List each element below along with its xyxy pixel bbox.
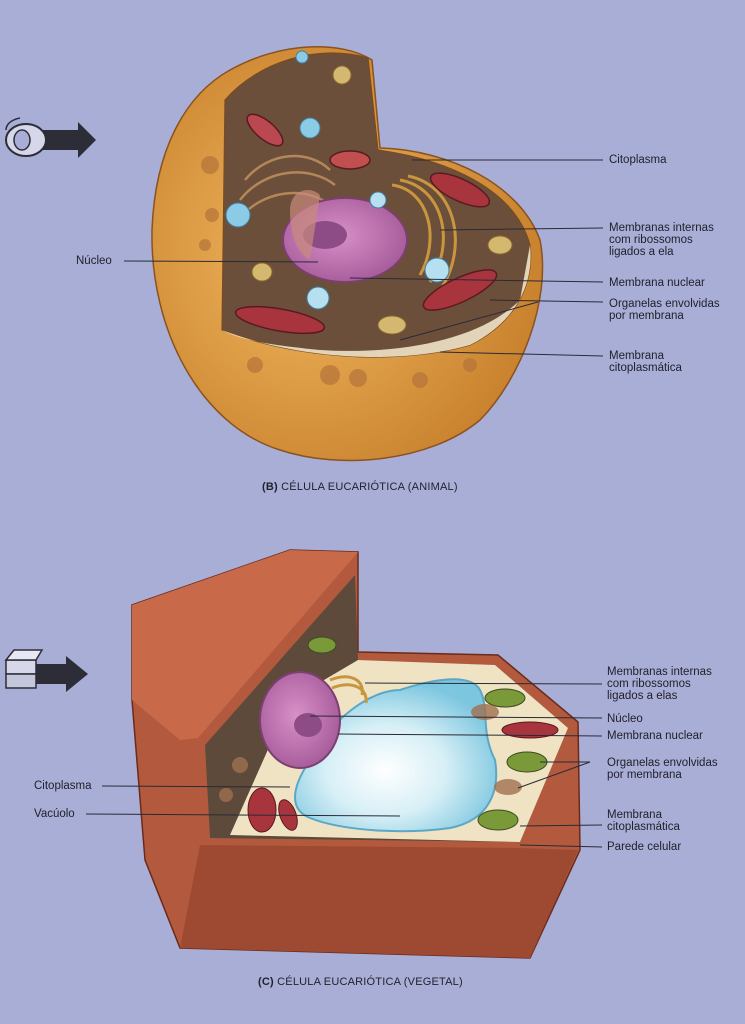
caption-plant-text: CÉLULA EUCARIÓTICA (VEGETAL) — [277, 976, 463, 988]
leader-nucleo-vegetal — [309, 715, 603, 719]
label-membrana-citoplasmatica-vegetal: Membrana citoplasmática — [607, 809, 680, 833]
plant-organelles — [219, 704, 522, 802]
label-vacuolo: Vacúolo — [34, 808, 75, 820]
plant-golgi — [329, 675, 368, 704]
label-citoplasma: Citoplasma — [609, 154, 667, 166]
leader-membrana-citoplasmatica — [439, 351, 604, 357]
leader-membranas-internas-vegetal — [364, 682, 603, 685]
label-organelas: Organelas envolvidas por membrana — [609, 298, 720, 322]
animal-leader-lines — [123, 159, 604, 357]
plant-leader-lines — [85, 682, 603, 848]
label-nucleo: Núcleo — [76, 255, 112, 267]
label-parede-celular: Parede celular — [607, 841, 682, 853]
caption-animal: (B) CÉLULA EUCARIÓTICA (ANIMAL) — [262, 481, 458, 493]
lysosomes — [251, 65, 513, 335]
chloroplasts — [307, 636, 548, 831]
label-membranas-internas: Membranas internas com ribossomos ligado… — [609, 222, 714, 258]
leader-membrana-citoplasmatica-vegetal — [519, 824, 603, 827]
eye-arrow-icon — [5, 117, 96, 158]
leader-membrana-nuclear — [349, 277, 604, 283]
caption-animal-text: CÉLULA EUCARIÓTICA (ANIMAL) — [281, 481, 458, 493]
label-membrana-nuclear: Membrana nuclear — [609, 277, 705, 289]
label-membrana-nuclear-vegetal: Membrana nuclear — [607, 730, 703, 742]
leader-parede-celular — [519, 844, 603, 848]
mitochondria — [234, 113, 498, 335]
surface-granules — [199, 156, 477, 388]
leader-citoplasma-vegetal — [101, 785, 291, 788]
label-membranas-internas-vegetal: Membranas internas com ribossomos ligado… — [607, 666, 712, 702]
plant-cell — [131, 549, 581, 959]
caption-plant: (C) CÉLULA EUCARIÓTICA (VEGETAL) — [258, 976, 463, 988]
vesicles — [225, 50, 450, 310]
leader-organelas-vegetal-2 — [517, 761, 591, 789]
leader-membrana-nuclear-vegetal — [337, 733, 603, 737]
plant-wall-top — [132, 550, 358, 740]
label-organelas-vegetal: Organelas envolvidas por membrana — [607, 757, 718, 781]
label-membrana-citoplasmatica: Membrana citoplasmática — [609, 350, 682, 374]
leader-nucleo — [123, 260, 319, 263]
leader-vacuolo — [85, 813, 401, 817]
label-nucleo-vegetal: Núcleo — [607, 713, 643, 725]
label-citoplasma-vegetal: Citoplasma — [34, 780, 92, 792]
animal-cell — [151, 46, 544, 462]
caption-animal-letter: (B) — [262, 481, 278, 493]
plant-mitochondria — [247, 721, 559, 833]
caption-plant-letter: (C) — [258, 976, 274, 988]
plant-wall-front — [180, 845, 578, 958]
leader-organelas-1 — [489, 299, 604, 303]
leader-organelas-2 — [399, 301, 539, 341]
leader-membranas-internas — [439, 227, 604, 231]
block-arrow-icon — [4, 649, 88, 692]
